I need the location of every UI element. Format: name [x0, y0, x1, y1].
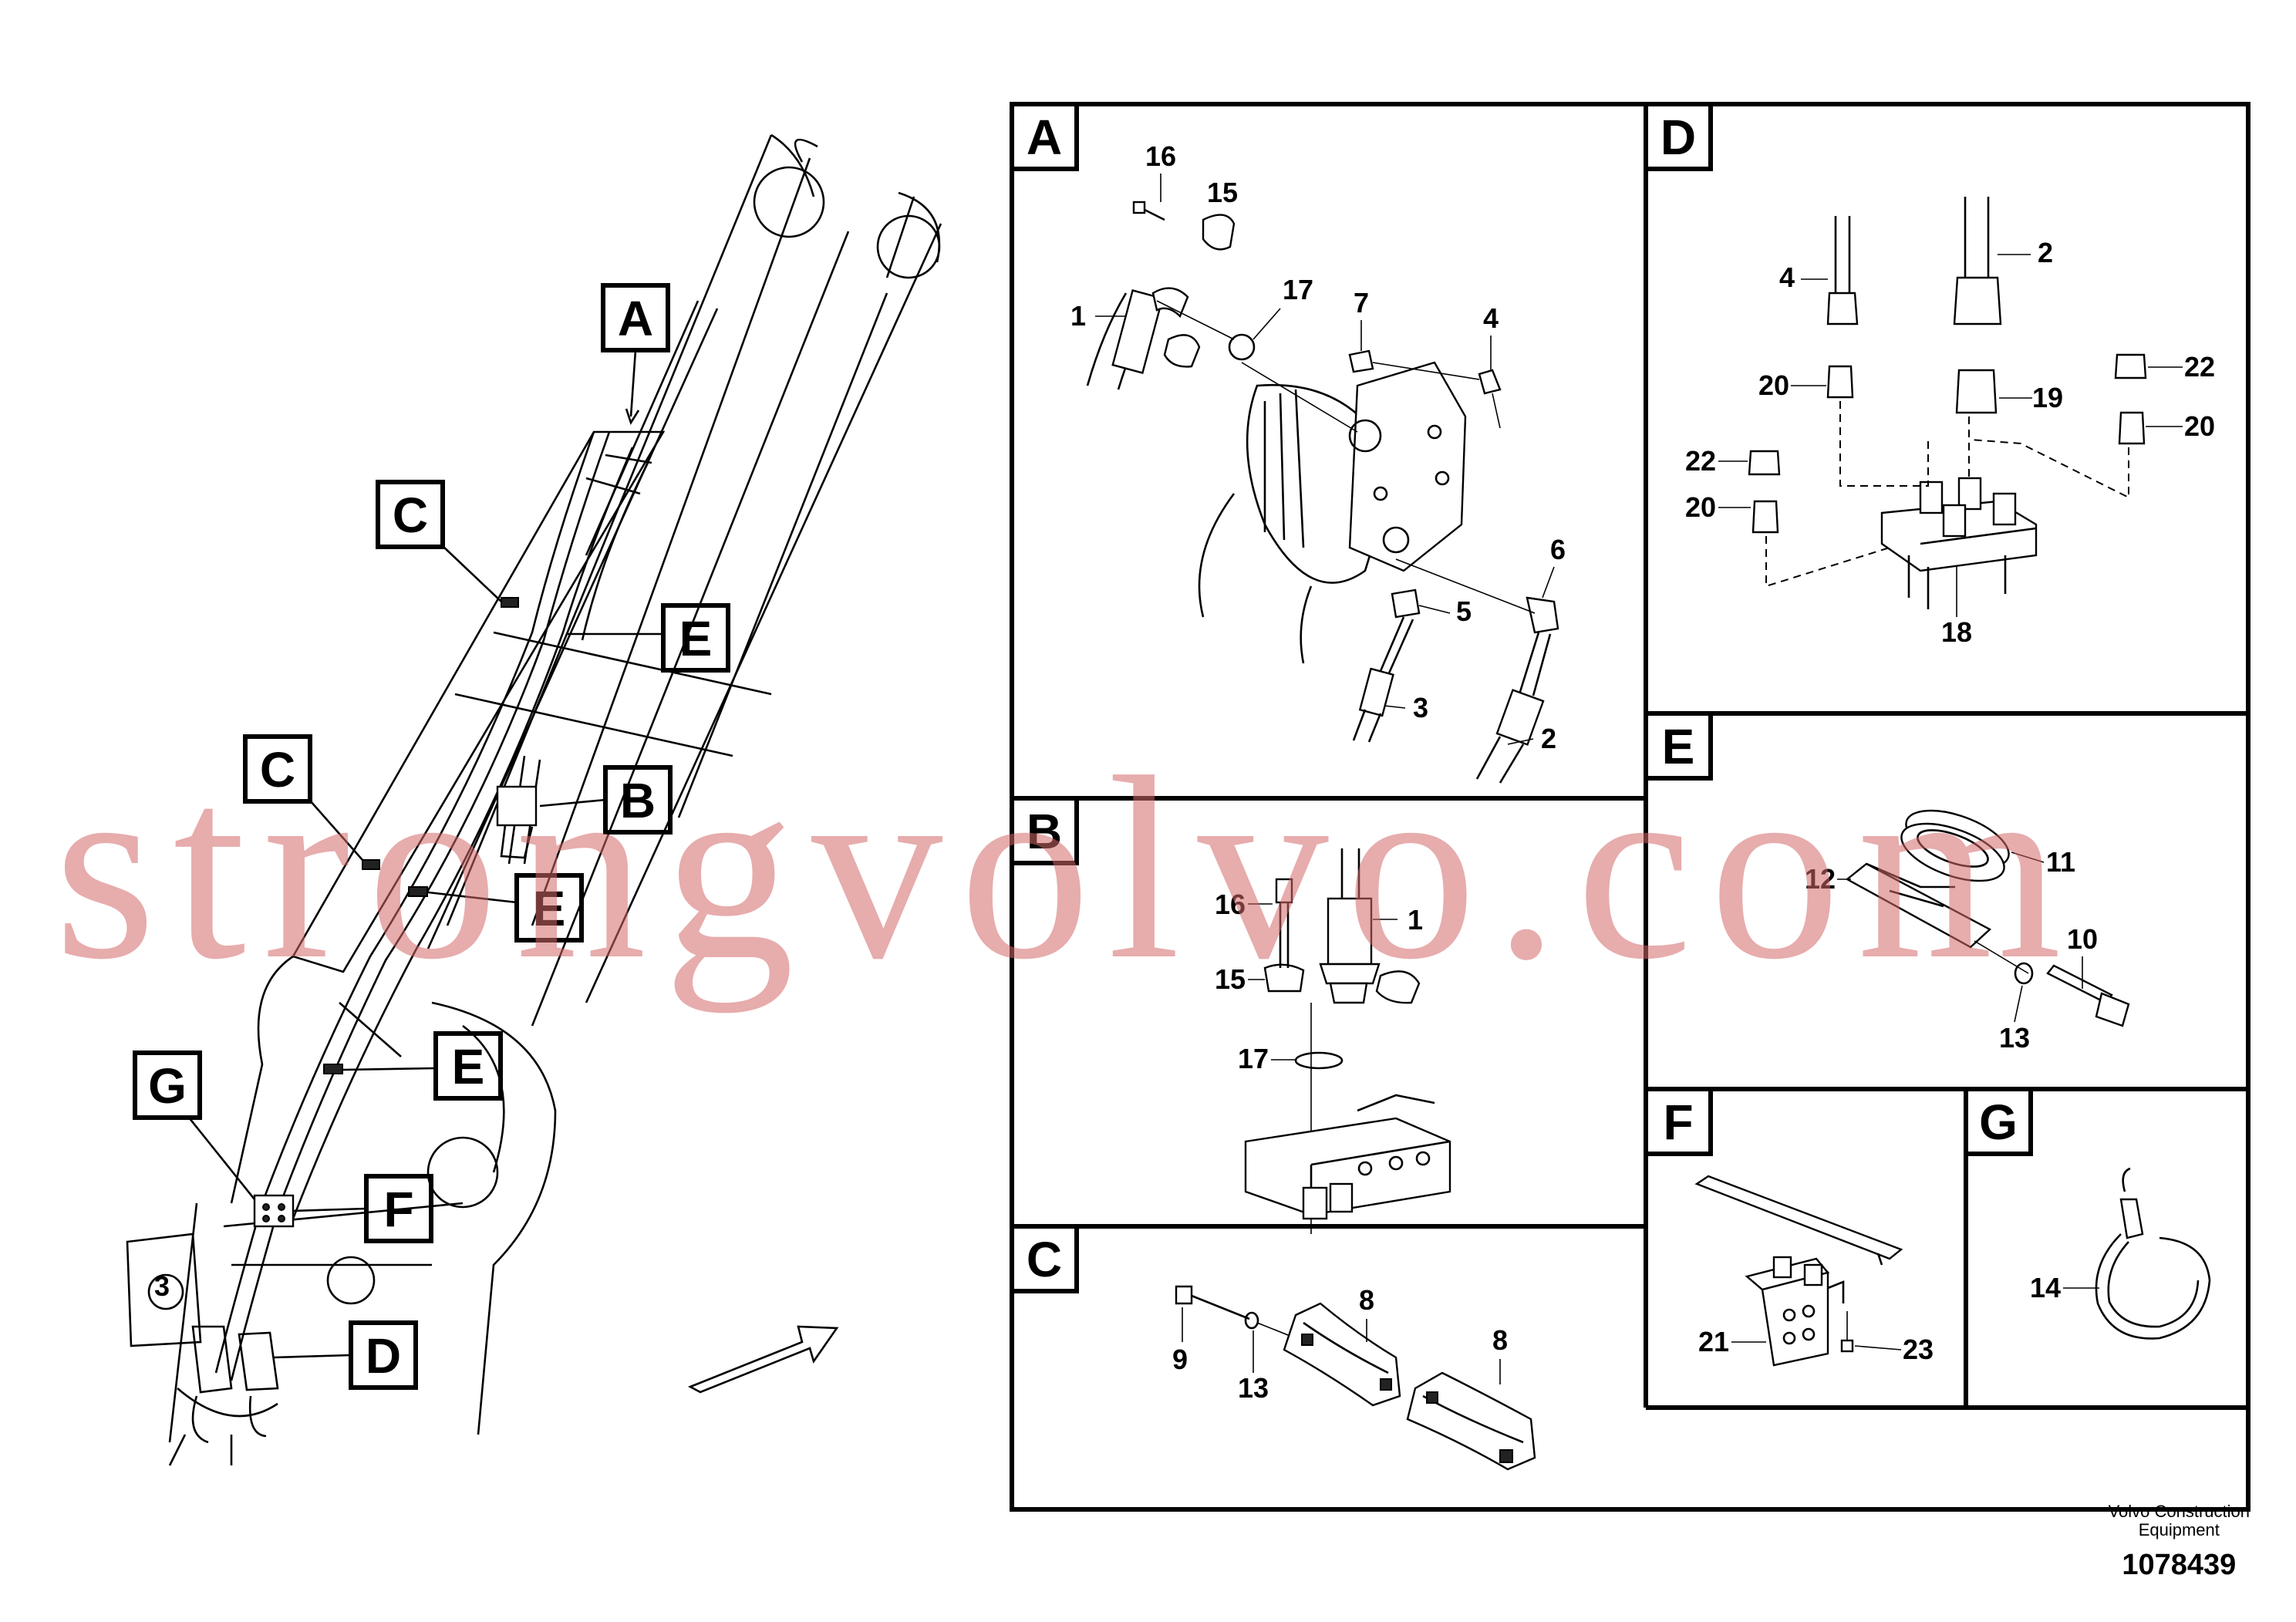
callout-number: 16: [1145, 140, 1176, 172]
overview-tag-e-lower: E: [342, 1031, 503, 1101]
overview-callout-3: 3: [154, 1270, 170, 1302]
callout-number: 21: [1698, 1326, 1729, 1357]
panel-g-letter: G: [1979, 1094, 2018, 1150]
callout-number: 20: [1758, 369, 1789, 401]
section-tag-letter: D: [366, 1328, 401, 1384]
callout-number: 16: [1215, 889, 1246, 920]
overview-tag-c-upper: C: [376, 480, 502, 602]
overview-tag-f: F: [292, 1174, 433, 1243]
callout-number: 12: [1805, 863, 1836, 895]
overview-tag-e-middle: E: [427, 873, 584, 943]
callout-number: 1: [1408, 904, 1423, 936]
section-tag-letter: F: [383, 1182, 413, 1237]
panel-e-letter: E: [1662, 719, 1695, 774]
callout-number: 13: [1238, 1372, 1269, 1404]
callout-number: 15: [1207, 177, 1238, 208]
callout-number: 23: [1903, 1334, 1934, 1365]
panel-d-letter: D: [1660, 110, 1696, 165]
document-number: 1078439: [2122, 1549, 2237, 1581]
callout-number: 17: [1283, 274, 1313, 305]
callout-number: 5: [1456, 595, 1472, 627]
overview-tag-c-lower: C: [243, 734, 363, 861]
callout-number: 11: [2046, 846, 2075, 878]
panel-c-letter: C: [1027, 1232, 1062, 1287]
section-tag-letter: A: [618, 291, 653, 346]
direction-arrow: [687, 1325, 839, 1394]
section-tag-letter: E: [533, 881, 566, 936]
panel-a: A 16: [1010, 102, 1566, 784]
overview-tag-e-upper: E: [567, 603, 730, 673]
callout-number: 17: [1238, 1043, 1269, 1074]
overview-tag-b: B: [539, 765, 673, 835]
callout-number: 2: [2038, 237, 2053, 268]
callout-number: 20: [2184, 410, 2215, 442]
panel-f: F 21 23: [1644, 1087, 1934, 1367]
overview-tag-d: D: [273, 1320, 418, 1390]
overview-tag-g: G: [133, 1050, 256, 1200]
panel-e: E 12 11 10 13: [1644, 711, 2130, 1054]
callout-number: 13: [1999, 1022, 2030, 1054]
panel-b-letter: B: [1027, 804, 1062, 859]
panel-a-letter: A: [1027, 110, 1062, 165]
callout-number: 1: [1070, 300, 1086, 332]
callout-number: 3: [1413, 692, 1428, 723]
callout-number: 8: [1359, 1284, 1374, 1316]
panel-b: B 16 1 15 17: [1010, 796, 1451, 1234]
callout-number: 8: [1492, 1324, 1508, 1356]
section-tag-letter: G: [148, 1058, 187, 1114]
brand-line-2: Equipment: [2138, 1520, 2220, 1539]
boom-overview-drawing: [126, 133, 942, 1466]
detail-frames: [1010, 102, 2250, 1512]
section-tag-letter: C: [260, 742, 295, 798]
callout-number: 7: [1354, 287, 1369, 319]
section-tag-letter: B: [620, 773, 656, 828]
overview-tag-a: A: [601, 283, 670, 426]
panel-f-letter: F: [1663, 1094, 1693, 1150]
brand-line-1: Volvo Construction: [2108, 1502, 2250, 1521]
callout-number: 6: [1550, 534, 1566, 565]
panel-g: G 14: [1964, 1087, 2211, 1340]
callout-number: 18: [1941, 616, 1972, 648]
panel-c: C 8 8 9 13: [1010, 1224, 1536, 1471]
callout-number: 9: [1172, 1344, 1188, 1375]
callout-number: 19: [2032, 382, 2063, 413]
callout-number: 4: [1779, 261, 1795, 293]
section-tag-letter: E: [452, 1039, 485, 1094]
callout-number: 20: [1685, 491, 1716, 523]
callout-number: 10: [2067, 923, 2098, 955]
callout-number: 22: [1685, 445, 1716, 477]
callout-number: 2: [1541, 723, 1556, 754]
section-tag-letter: E: [679, 611, 713, 666]
callout-number: 14: [2030, 1272, 2061, 1303]
callout-number: 22: [2184, 351, 2215, 383]
footer-block: Volvo Construction Equipment 1078439: [2109, 1502, 2250, 1582]
callout-number: 15: [1215, 963, 1246, 995]
section-tag-letter: C: [393, 487, 428, 543]
callout-number: 4: [1483, 302, 1499, 334]
panel-d: D 4 2 20 19 22 2: [1644, 102, 2215, 648]
